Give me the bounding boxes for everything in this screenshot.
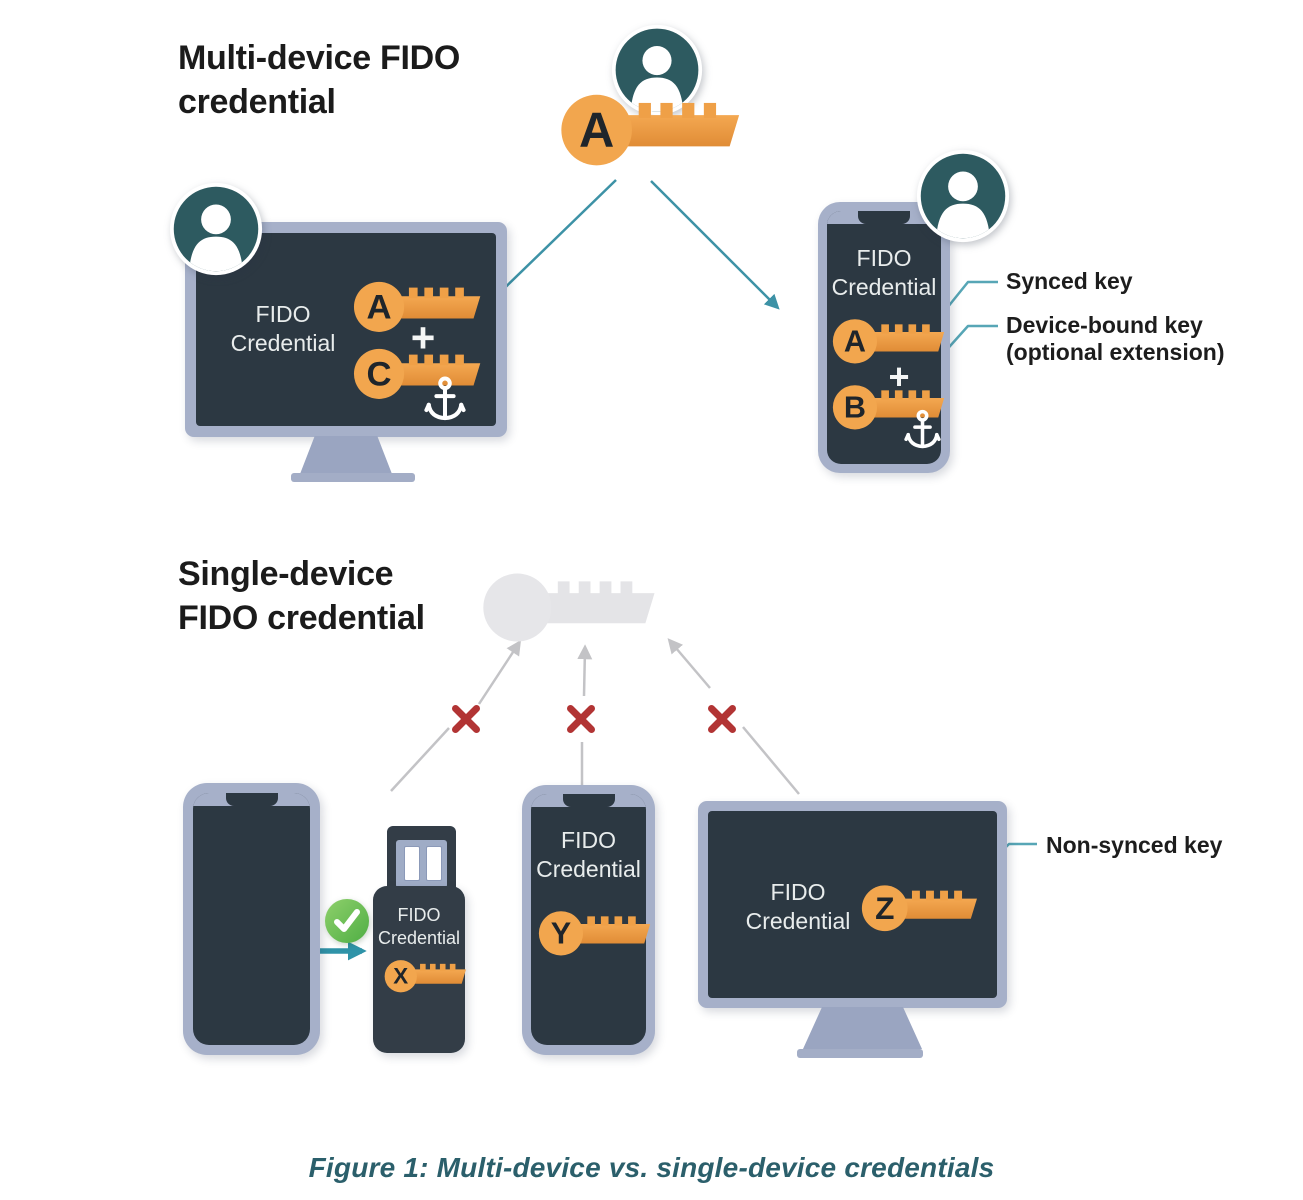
check-icon bbox=[325, 899, 369, 943]
monitor-multi-stand-base bbox=[291, 473, 415, 482]
phone-blank-notch bbox=[225, 793, 278, 806]
user-avatar-monitor bbox=[169, 182, 263, 276]
single-device-title: Single-device FIDO credential bbox=[178, 555, 425, 637]
phone-key-a-letter: A bbox=[844, 325, 866, 359]
phone-single-notch bbox=[562, 794, 615, 807]
usb-slot bbox=[404, 846, 420, 881]
device-bound-key-label-line2: (optional extension) bbox=[1006, 339, 1225, 365]
blocked-sync-arrows bbox=[390, 638, 800, 795]
phone-key-a-icon: A bbox=[832, 319, 945, 364]
phone-key-b-icon: B bbox=[832, 385, 945, 430]
multi-device-title: Multi-device FIDO credential bbox=[178, 39, 461, 121]
phone-single-label: FIDO Credential bbox=[536, 827, 641, 882]
phone-multi-label: FIDO Credential bbox=[831, 245, 937, 300]
usb-slot bbox=[426, 846, 442, 881]
synced-key-label: Synced key bbox=[1006, 268, 1133, 294]
usb-key-label: FIDO Credential bbox=[377, 905, 461, 948]
plus-sign-monitor: + bbox=[410, 314, 436, 361]
monitor-multi-label: FIDO Credential bbox=[230, 301, 336, 356]
monitor-key-c-letter: C bbox=[367, 355, 392, 393]
monitor-multi-stand bbox=[300, 436, 392, 474]
monitor-key-a-letter: A bbox=[367, 288, 392, 326]
non-synced-key-label: Non-synced key bbox=[1046, 832, 1223, 858]
anchor-icon-monitor bbox=[424, 376, 466, 421]
device-bound-key-label: Device-bound key (optional extension) bbox=[1006, 312, 1225, 366]
phone-key-y-letter: Y bbox=[551, 917, 571, 951]
figure-caption: Figure 1: Multi-device vs. single-device… bbox=[308, 1152, 995, 1183]
usb-key-x-letter: X bbox=[393, 964, 408, 989]
monitor-key-z-icon: Z bbox=[861, 885, 977, 932]
master-key-letter: A bbox=[579, 103, 614, 157]
phone-key-y-icon: Y bbox=[538, 911, 651, 956]
monitor-key-c-icon: C bbox=[353, 348, 481, 399]
master-key-icon: A bbox=[561, 94, 740, 166]
device-bound-key-label-line1: Device-bound key bbox=[1006, 312, 1203, 338]
anchor-icon-phone bbox=[904, 409, 941, 449]
no-sync-x-icons bbox=[452, 705, 736, 733]
user-avatar-phone bbox=[916, 149, 1010, 243]
person-icon bbox=[189, 204, 243, 272]
usb-key-x-icon: X bbox=[384, 960, 467, 993]
sync-arrow-to-phone bbox=[650, 180, 780, 310]
user-avatar-master bbox=[611, 24, 703, 116]
monitor-single-label: FIDO Credential bbox=[745, 879, 851, 934]
unreachable-key-icon bbox=[483, 573, 655, 642]
monitor-single-stand-base bbox=[797, 1049, 923, 1058]
person-icon bbox=[630, 46, 684, 112]
phone-multi-notch bbox=[858, 211, 910, 224]
monitor-single-stand bbox=[803, 1007, 922, 1049]
plus-sign-phone: + bbox=[888, 356, 910, 397]
phone-blank-screen bbox=[193, 793, 310, 1045]
phone-key-b-letter: B bbox=[844, 391, 866, 425]
monitor-key-z-letter: Z bbox=[875, 890, 894, 926]
monitor-key-a-icon: A bbox=[353, 281, 481, 332]
person-icon bbox=[936, 171, 990, 239]
